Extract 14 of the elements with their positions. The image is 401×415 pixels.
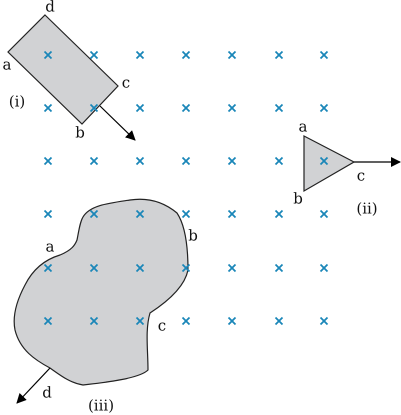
corner-label: d bbox=[45, 0, 55, 14]
corner-label: c bbox=[158, 318, 166, 334]
figure-label: (ii) bbox=[356, 202, 378, 216]
corner-label: a bbox=[298, 120, 308, 134]
figure-label: (i) bbox=[8, 94, 26, 110]
corner-label: b bbox=[188, 228, 198, 244]
corner-label: a bbox=[2, 58, 12, 72]
figure-label: (iii) bbox=[88, 398, 114, 414]
corner-label: a bbox=[46, 240, 54, 254]
corner-label: b bbox=[293, 192, 303, 206]
corner-label: b bbox=[75, 126, 85, 140]
corner-label: d bbox=[42, 386, 52, 400]
corner-label: c bbox=[122, 76, 130, 90]
corner-label: c bbox=[356, 168, 366, 184]
